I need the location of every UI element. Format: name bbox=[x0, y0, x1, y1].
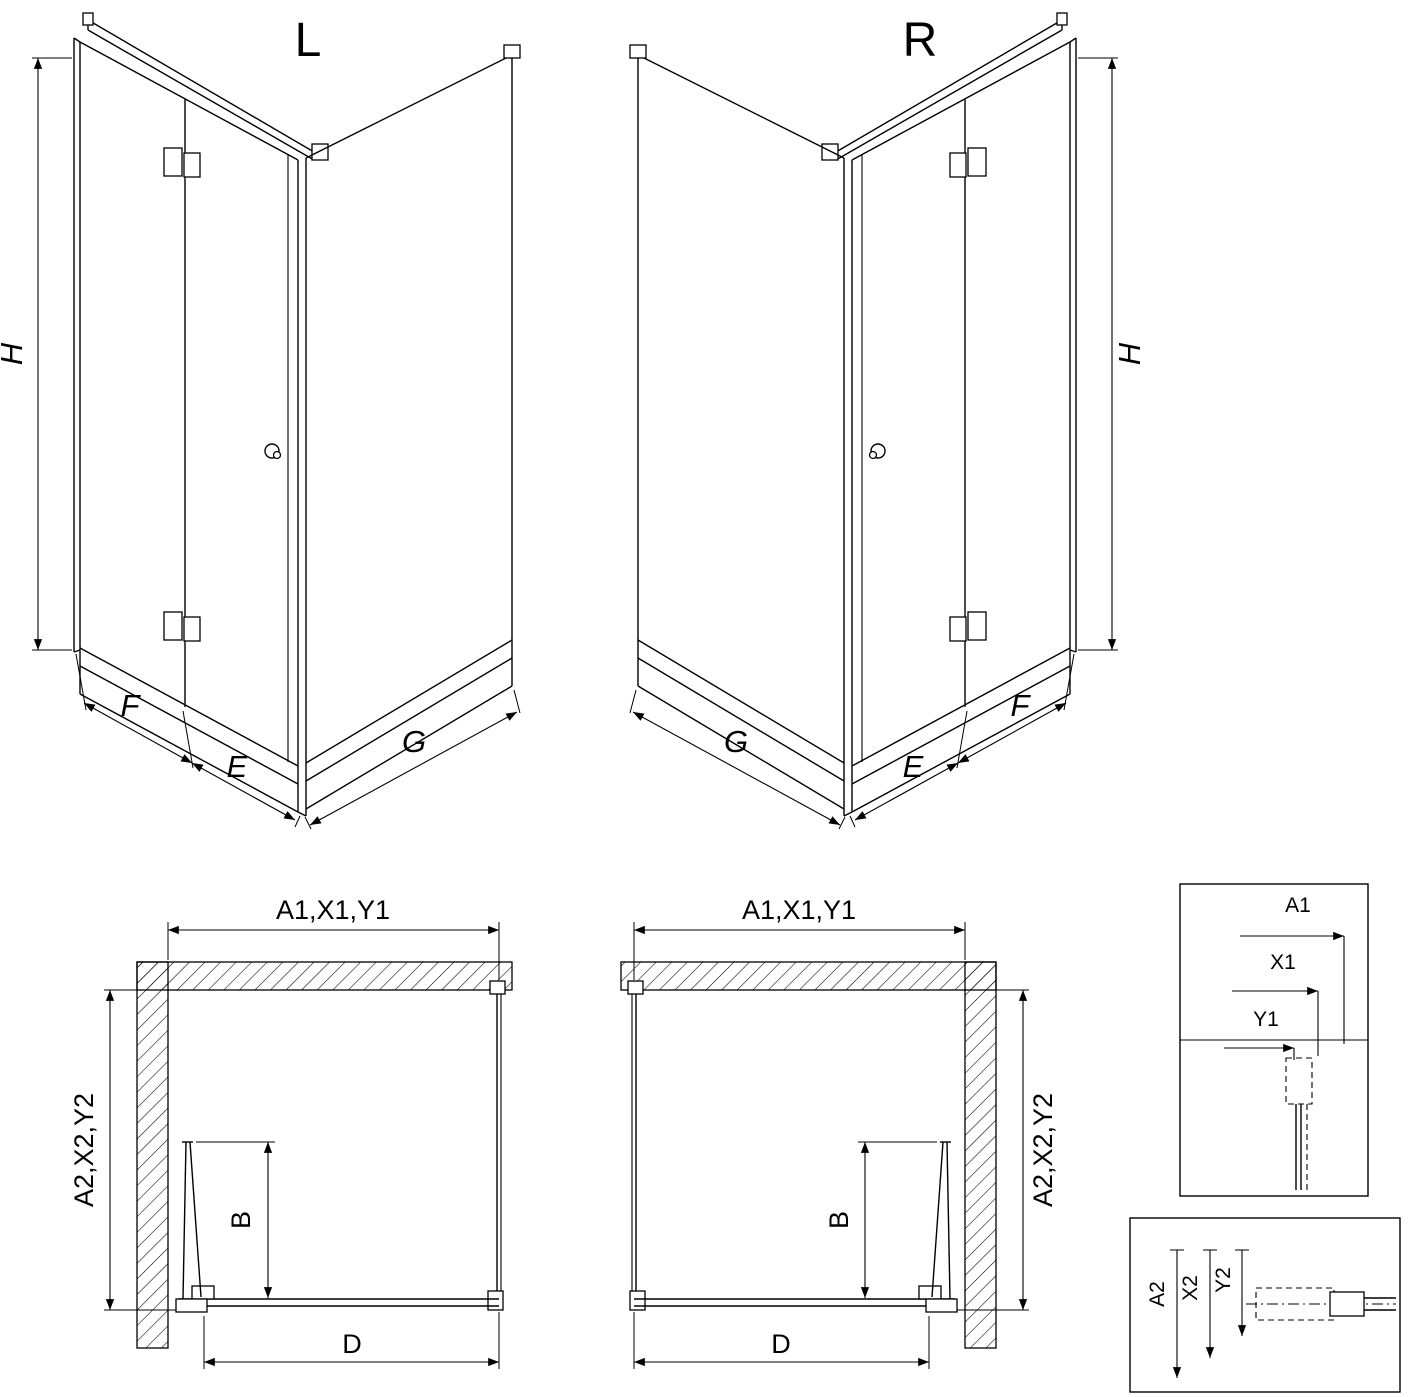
plan-left-dim-side: A2,X2,Y2 bbox=[69, 989, 176, 1311]
left-dimension-bottom: F E G bbox=[75, 653, 521, 830]
right-top-rail bbox=[821, 12, 1068, 161]
left-door-handle bbox=[264, 443, 282, 460]
plan-view-left: A1,X1,Y1 A2,X2,Y2 B D bbox=[69, 895, 513, 1369]
dim-d-label-right: D bbox=[771, 1329, 791, 1359]
dim-e-label-right: E bbox=[903, 749, 924, 784]
plan-right-dim-side: A2,X2,Y2 bbox=[957, 989, 1058, 1311]
plan-right-dim-door: B bbox=[824, 1141, 937, 1298]
dim-a1x1y1-label-left: A1,X1,Y1 bbox=[276, 895, 390, 925]
detail-a1-label: A1 bbox=[1285, 894, 1311, 917]
detail-y1-label: Y1 bbox=[1253, 1008, 1279, 1031]
dim-h-label-right: H bbox=[1112, 342, 1147, 365]
plan-right-dim-width: D bbox=[633, 1312, 930, 1369]
variant-label-right: R bbox=[903, 14, 938, 67]
right-hinges bbox=[949, 147, 987, 642]
dim-f-label-left: F bbox=[121, 688, 142, 723]
wall-section-top-right-plan bbox=[620, 961, 997, 991]
plan-left-glass bbox=[175, 980, 506, 1313]
right-door-handle bbox=[868, 443, 886, 460]
plan-left-dim-top: A1,X1,Y1 bbox=[167, 895, 500, 980]
detail-y2-label: Y2 bbox=[1212, 1267, 1235, 1293]
plan-right-dim-top: A1,X1,Y1 bbox=[633, 895, 966, 980]
right-dimension-height: H bbox=[1078, 57, 1147, 651]
dim-a2x2y2-label-left: A2,X2,Y2 bbox=[69, 1093, 99, 1207]
right-side-glass-panel bbox=[629, 44, 845, 764]
dim-a2x2y2-label-right: A2,X2,Y2 bbox=[1028, 1093, 1058, 1207]
wall-section-side-right-plan bbox=[964, 961, 997, 1349]
dim-d-label-left: D bbox=[342, 1329, 362, 1359]
dim-b-label-right: B bbox=[824, 1211, 854, 1229]
plan-view-right: A1,X1,Y1 A2,X2,Y2 B D bbox=[620, 895, 1058, 1369]
detail-depth-adjustment: A2 X2 Y2 bbox=[1129, 1217, 1401, 1393]
dim-g-label-right: G bbox=[724, 724, 748, 759]
detail-width-adjustment: A1 X1 Y1 bbox=[1179, 883, 1369, 1197]
left-front-glass-panel bbox=[79, 41, 307, 770]
plan-right-glass bbox=[627, 980, 958, 1313]
right-shower-tray bbox=[637, 640, 1071, 817]
plan-left-dim-width: D bbox=[203, 1312, 500, 1369]
left-top-rail bbox=[82, 12, 329, 161]
dim-e-label-left: E bbox=[227, 749, 248, 784]
detail-x1-label: X1 bbox=[1270, 951, 1296, 974]
dim-h-label-left: H bbox=[0, 342, 29, 365]
wall-section-top-left-plan bbox=[136, 961, 513, 991]
right-dimension-bottom: F E G bbox=[629, 653, 1075, 830]
detail-x2-label: X2 bbox=[1179, 1275, 1202, 1301]
dim-f-label-right: F bbox=[1011, 688, 1032, 723]
wall-section-side-left-plan bbox=[136, 961, 169, 1349]
left-wall-profile bbox=[73, 37, 81, 653]
dim-b-label-left: B bbox=[226, 1211, 256, 1229]
dim-g-label-left: G bbox=[402, 724, 426, 759]
left-hinges bbox=[163, 147, 201, 642]
elevation-left-view: H F E G L bbox=[0, 12, 521, 830]
right-front-glass-panel bbox=[843, 41, 1071, 770]
left-shower-tray bbox=[79, 640, 513, 817]
detail-a2-label: A2 bbox=[1146, 1281, 1169, 1307]
right-wall-profile bbox=[1069, 37, 1077, 653]
dim-a1x1y1-label-right: A1,X1,Y1 bbox=[742, 895, 856, 925]
variant-label-left: L bbox=[295, 14, 322, 67]
elevation-right-view: H F E G R bbox=[629, 12, 1147, 830]
plan-left-dim-door: B bbox=[196, 1141, 275, 1298]
detail-width-profile bbox=[1285, 1057, 1313, 1190]
left-side-glass-panel bbox=[305, 44, 521, 764]
detail-depth-profile bbox=[1255, 1287, 1396, 1321]
left-dimension-height: H bbox=[0, 57, 72, 651]
